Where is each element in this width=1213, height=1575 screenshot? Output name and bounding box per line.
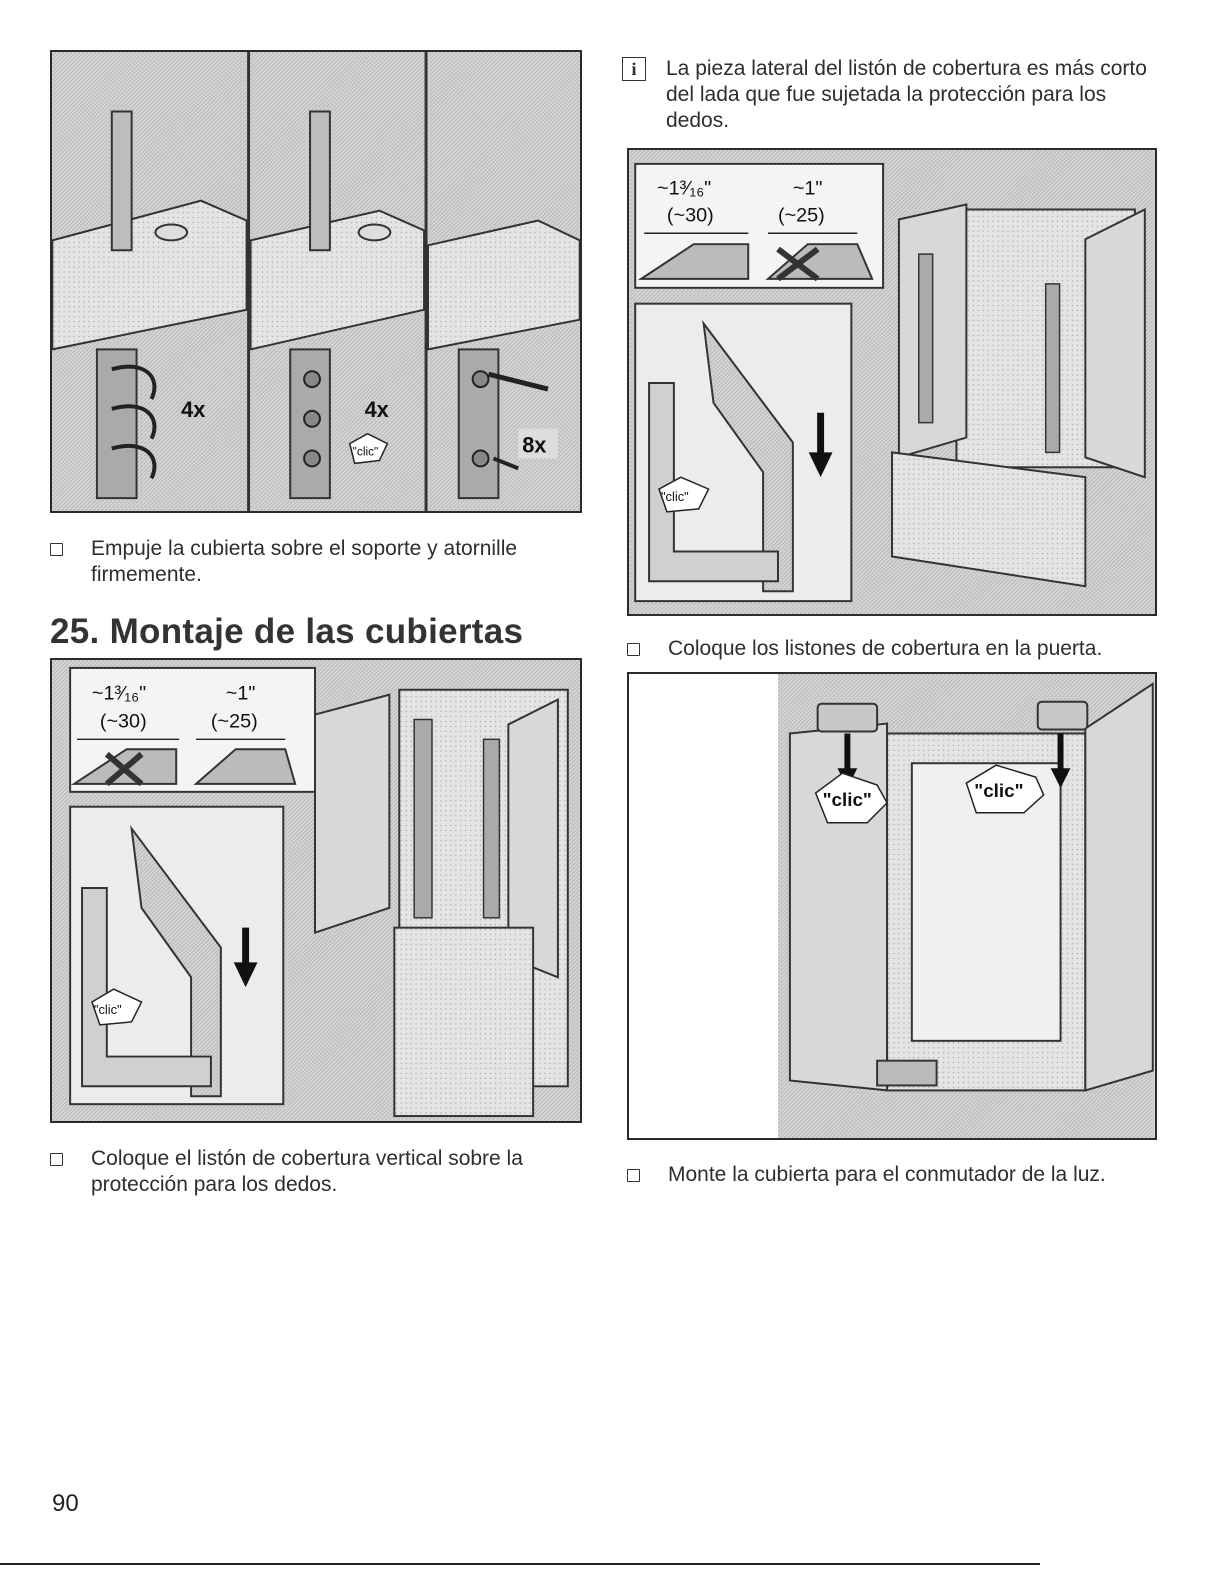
dim-left-inch: ~1³⁄₁₆": [657, 178, 711, 200]
section-heading: 25. Montaje de las cubiertas: [50, 612, 524, 651]
checkbox-icon: [50, 543, 63, 556]
checkbox-icon: [50, 1153, 63, 1166]
dim-right-mm: (~25): [778, 204, 825, 226]
footer-rule: [0, 1563, 1040, 1565]
fridge-doors: [891, 203, 1146, 588]
info-note-text: La pieza lateral del listón de cobertura…: [666, 57, 1147, 132]
step-push-cover: Empuje la cubierta sobre el soporte y at…: [50, 536, 570, 588]
section-detail-inset: "clic": [69, 805, 285, 1106]
dim-left-mm: (~30): [667, 204, 714, 226]
figure4-click-right: "clic": [974, 780, 1023, 801]
panel-3-count: 8x: [522, 433, 546, 458]
step-light-text: Monte la cubierta para el conmutador de …: [668, 1163, 1106, 1186]
checkbox-icon: [627, 643, 640, 656]
dim-right-mm: (~25): [211, 710, 258, 732]
panel-1-count: 4x: [181, 397, 205, 422]
step-push-text: Empuje la cubierta sobre el soporte y at…: [91, 537, 518, 586]
dim-right-inch: ~1": [793, 178, 823, 200]
figure3-click: "clic": [661, 489, 689, 504]
figure-side-strip: ~1³⁄₁₆" (~30) ~1" (~25) "clic": [627, 148, 1157, 616]
figure2-click: "clic": [94, 1002, 122, 1017]
figure-light-switch-cover: "clic" "clic": [627, 672, 1157, 1140]
figure-vertical-strip: ~1³⁄₁₆" (~30) ~1" (~25) "clic": [50, 658, 582, 1123]
step-door-text: Coloque los listones de cobertura en la …: [668, 637, 1103, 660]
step-door-strips: Coloque los listones de cobertura en la …: [627, 636, 1157, 662]
step-light-switch: Monte la cubierta para el conmutador de …: [627, 1162, 1157, 1188]
panel-2-count: 4x: [365, 397, 389, 422]
panel-2: 4x "clic": [249, 52, 426, 511]
panel-3: 8x: [427, 52, 580, 511]
info-icon: i: [622, 57, 646, 81]
figure4-click-left: "clic": [823, 789, 872, 810]
info-note: i La pieza lateral del listón de cobertu…: [622, 56, 1162, 134]
dim-right-inch: ~1": [226, 683, 256, 705]
fridge-doors: [314, 688, 569, 1118]
dim-left-inch: ~1³⁄₁₆": [92, 683, 146, 705]
step-vertical-text: Coloque el listón de cobertura vertical …: [91, 1147, 523, 1196]
dimension-inset: ~1³⁄₁₆" (~30) ~1" (~25): [634, 162, 885, 289]
panel-2-click: "clic": [353, 444, 379, 458]
checkbox-icon: [627, 1169, 640, 1182]
figure-hinge-cover-steps: 4x 4x "clic" 8x: [50, 50, 582, 513]
section-detail-inset: "clic": [634, 302, 853, 603]
panel-1: 4x: [52, 52, 248, 511]
dim-left-mm: (~30): [100, 710, 147, 732]
dimension-inset: ~1³⁄₁₆" (~30) ~1" (~25): [69, 666, 316, 793]
step-vertical-strip: Coloque el listón de cobertura vertical …: [50, 1146, 570, 1198]
fridge-open: [788, 682, 1154, 1092]
page-number: 90: [52, 1490, 79, 1517]
